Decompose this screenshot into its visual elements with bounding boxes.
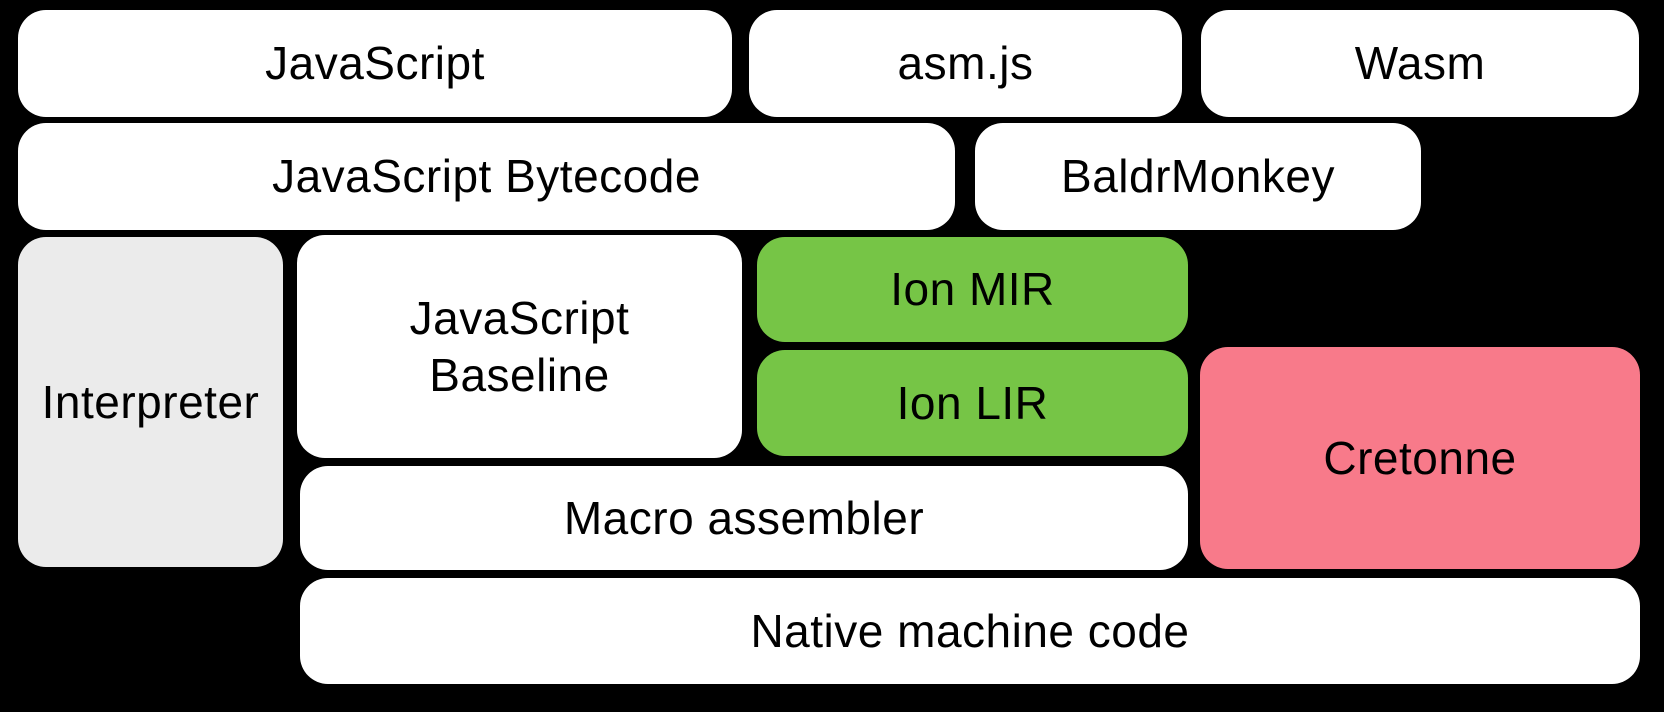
node-macro-assembler: Macro assembler bbox=[300, 466, 1188, 570]
node-asmjs-label: asm.js bbox=[897, 37, 1034, 89]
node-javascript-baseline-label: JavaScript Baseline bbox=[409, 291, 630, 401]
node-asmjs: asm.js bbox=[749, 10, 1182, 117]
node-interpreter: Interpreter bbox=[18, 237, 283, 567]
node-native-machine-code: Native machine code bbox=[300, 578, 1640, 684]
node-javascript-label: JavaScript bbox=[265, 37, 485, 89]
node-cretonne-label: Cretonne bbox=[1323, 431, 1517, 484]
node-ion-mir-label: Ion MIR bbox=[890, 263, 1055, 315]
node-wasm-label: Wasm bbox=[1354, 37, 1486, 89]
node-macro-assembler-label: Macro assembler bbox=[563, 491, 925, 544]
node-baldrmonkey-label: BaldrMonkey bbox=[1061, 150, 1335, 202]
node-javascript-bytecode: JavaScript Bytecode bbox=[18, 123, 955, 230]
node-interpreter-label: Interpreter bbox=[41, 375, 260, 428]
node-ion-mir: Ion MIR bbox=[757, 237, 1188, 342]
node-baldrmonkey: BaldrMonkey bbox=[975, 123, 1421, 230]
node-wasm: Wasm bbox=[1201, 10, 1639, 117]
node-cretonne: Cretonne bbox=[1200, 347, 1640, 569]
node-javascript: JavaScript bbox=[18, 10, 732, 117]
node-javascript-bytecode-label: JavaScript Bytecode bbox=[272, 150, 701, 202]
node-ion-lir-label: Ion LIR bbox=[896, 376, 1049, 429]
node-ion-lir: Ion LIR bbox=[757, 350, 1188, 456]
node-javascript-baseline: JavaScript Baseline bbox=[297, 235, 742, 458]
node-native-machine-code-label: Native machine code bbox=[750, 604, 1190, 657]
